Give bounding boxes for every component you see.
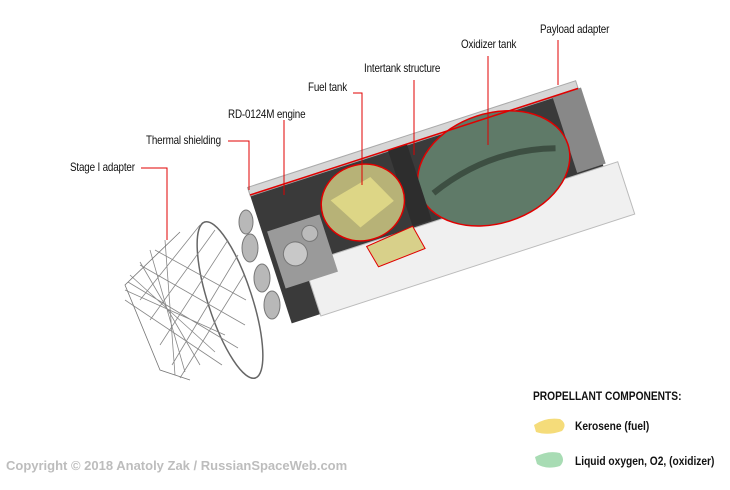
label-fuel-tank: Fuel tank bbox=[308, 80, 348, 94]
label-payload-adapter: Payload adapter bbox=[540, 22, 610, 36]
kerosene-swatch bbox=[534, 418, 565, 434]
intertank-shape bbox=[387, 144, 432, 227]
engine-nozzles bbox=[238, 209, 281, 320]
copyright: Copyright © 2018 Anatoly Zak / RussianSp… bbox=[6, 458, 348, 473]
label-thermal-shielding: Thermal shielding bbox=[146, 133, 221, 147]
label-stage1-adapter: Stage I adapter bbox=[70, 160, 135, 174]
label-intertank: Intertank structure bbox=[364, 61, 441, 75]
label-engine: RD-0124M engine bbox=[228, 107, 306, 121]
label-oxidizer-tank: Oxidizer tank bbox=[461, 37, 517, 51]
leader-lines bbox=[141, 40, 559, 240]
legend-title: PROPELLANT COMPONENTS: bbox=[533, 389, 682, 403]
stage1-adapter-lattice bbox=[124, 220, 264, 381]
legend-item-kerosene: Kerosene (fuel) bbox=[575, 419, 650, 433]
payload-adapter-shape bbox=[552, 87, 606, 173]
legend-item-lox: Liquid oxygen, O2, (oxidizer) bbox=[575, 454, 715, 468]
lox-swatch bbox=[535, 452, 563, 468]
